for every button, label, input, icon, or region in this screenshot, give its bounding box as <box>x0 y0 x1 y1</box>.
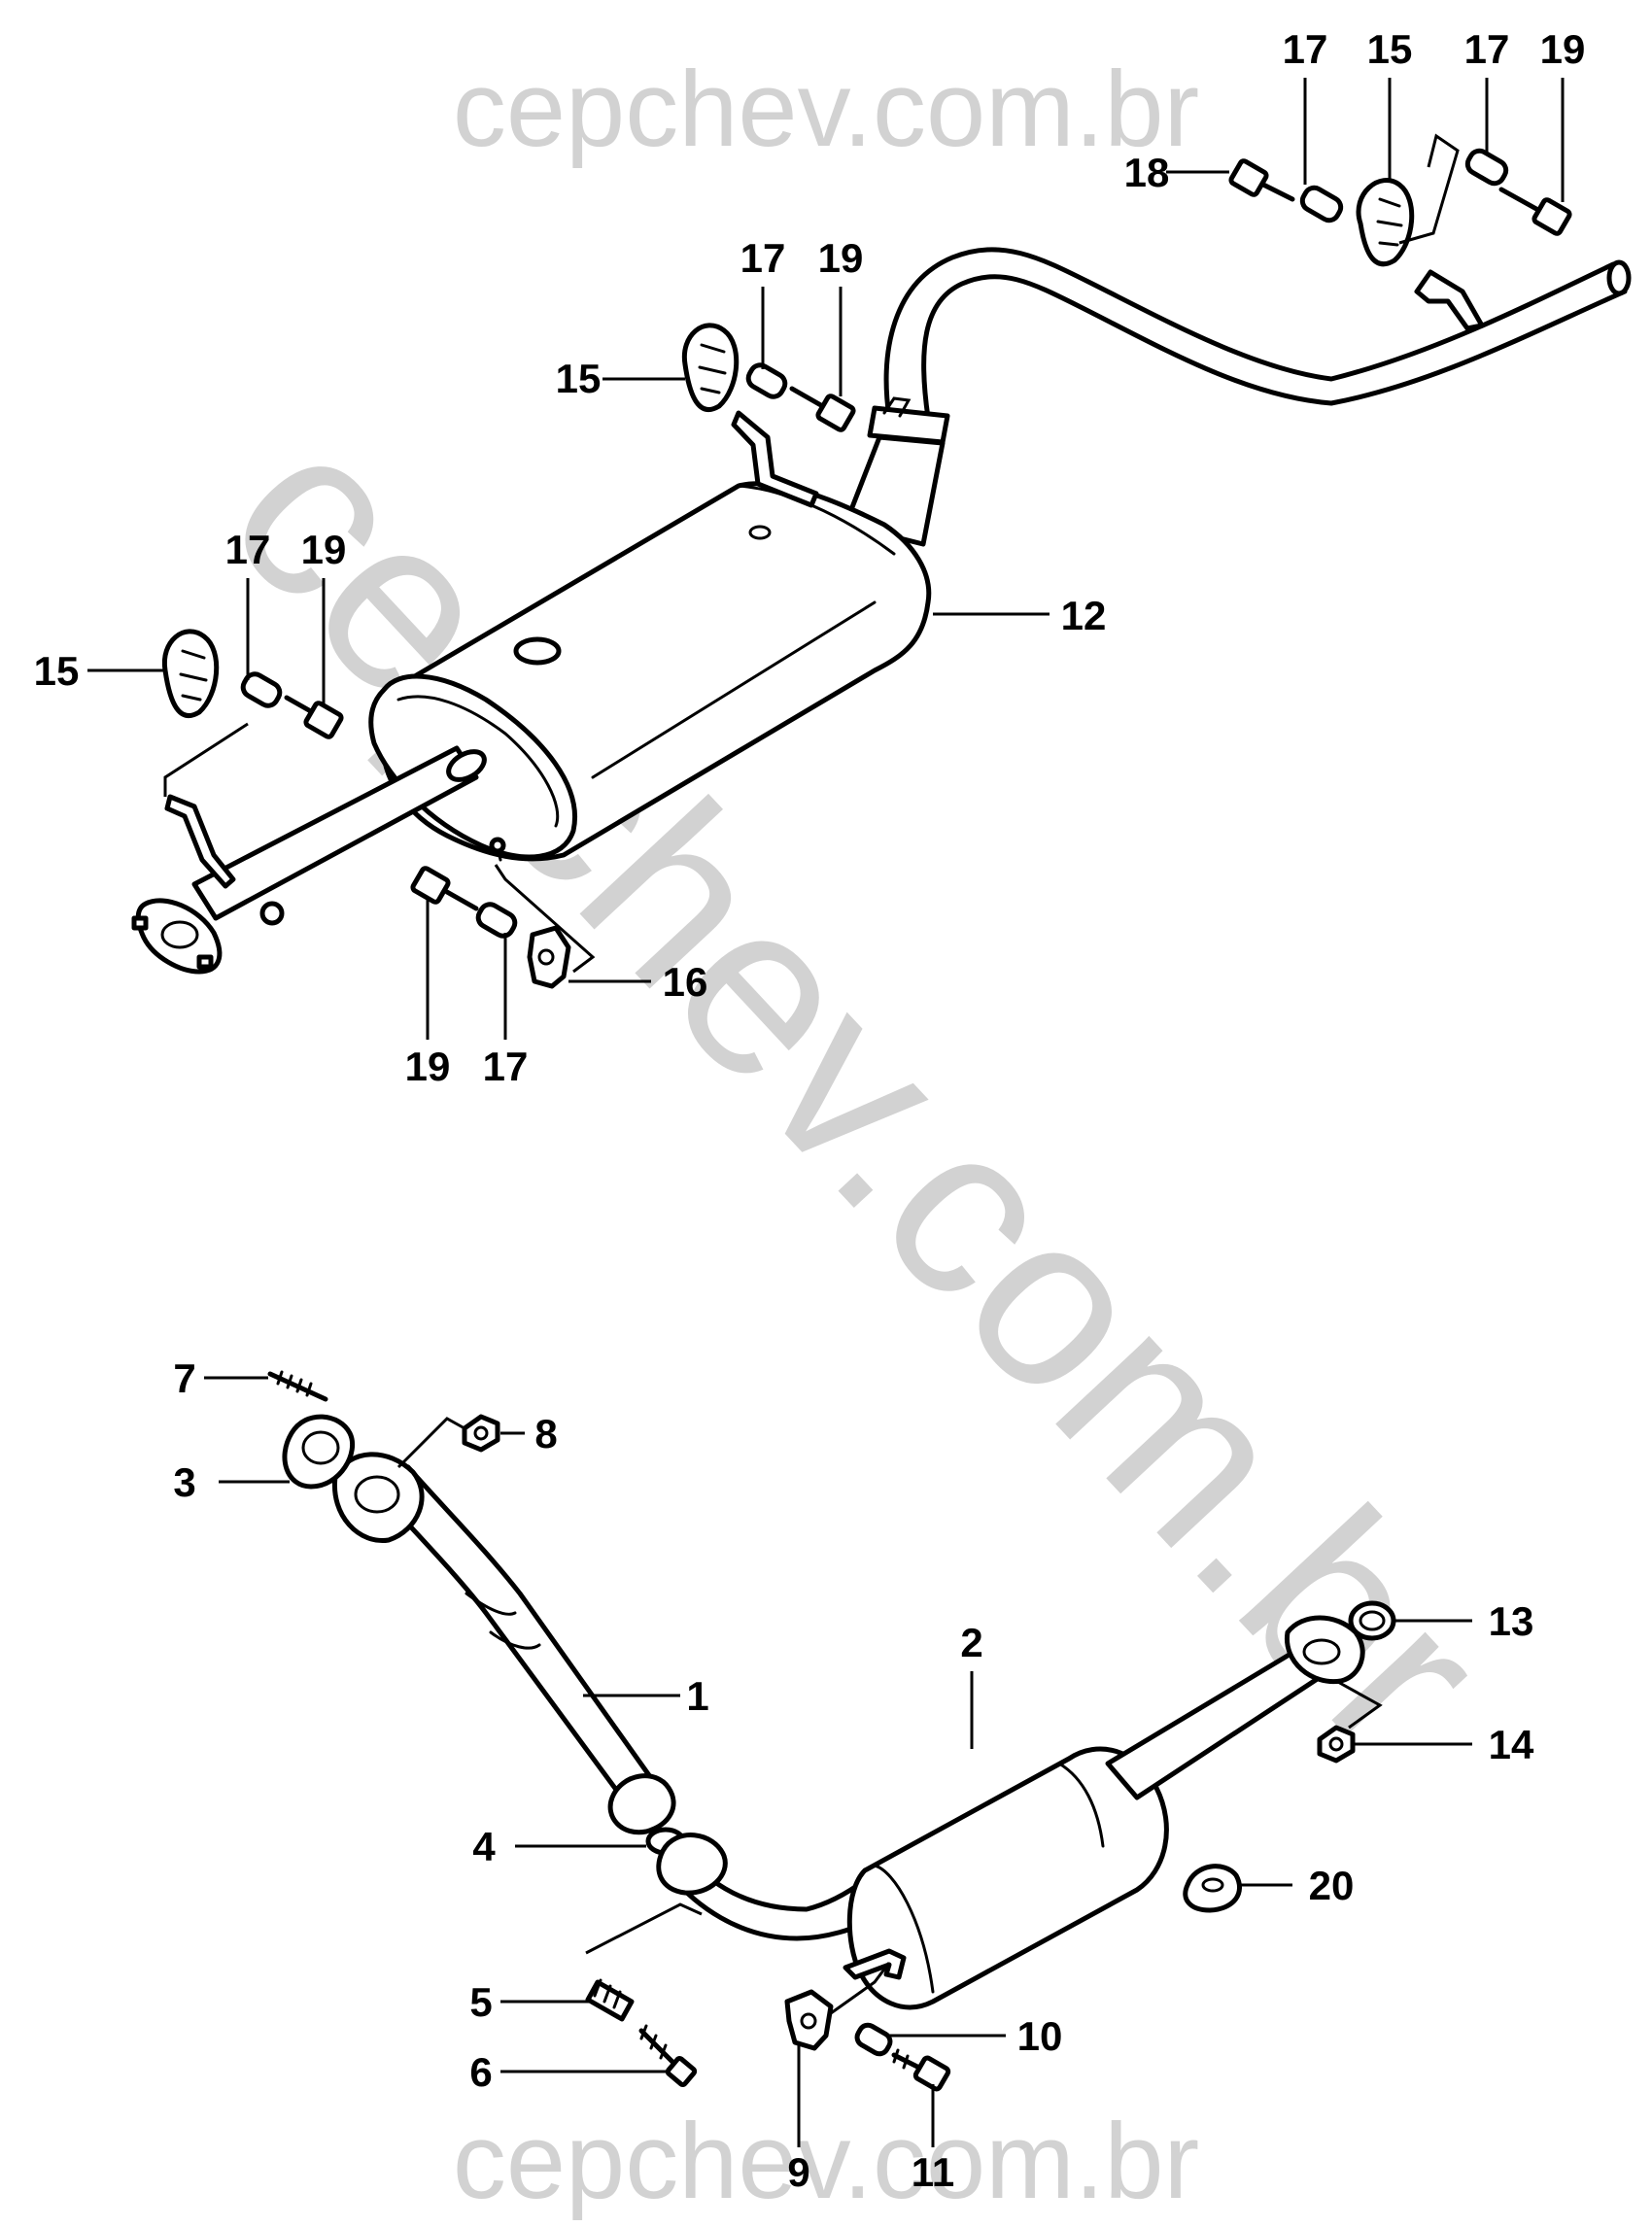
front-pipe-rear-flange <box>607 1773 676 1835</box>
callout-7: 7 <box>173 1355 195 1401</box>
converter-outlet-flange <box>1285 1615 1365 1685</box>
callout-10: 10 <box>1017 2013 1063 2059</box>
callout-8: 8 <box>534 1411 557 1456</box>
callout-17: 17 <box>1283 26 1328 72</box>
muffler-hanger-rod-top <box>731 410 819 508</box>
callout-14: 14 <box>1489 1722 1534 1767</box>
callout-9: 9 <box>787 2149 809 2195</box>
rubber-hanger-upper-right <box>1356 178 1415 267</box>
front-pipe-catalytic-converter-assembly <box>267 1370 1396 2092</box>
bushing-upper-middle <box>745 362 788 399</box>
bushing-lower <box>475 902 518 939</box>
bolt-upper-middle <box>789 386 856 432</box>
bushing-upper-right-2 <box>1464 148 1509 187</box>
intermediate-pipe <box>191 745 479 921</box>
front-pipe-manifold-flange <box>331 1452 425 1544</box>
muffler-drain-hole <box>513 636 562 666</box>
converter-hanger-bushing <box>854 2022 893 2057</box>
callout-leaders <box>87 78 1565 2147</box>
converter-inlet-flange <box>656 1833 728 1896</box>
callout-17: 17 <box>483 1044 529 1089</box>
callout-19: 19 <box>1540 26 1586 72</box>
callout-15: 15 <box>34 648 80 694</box>
callout-17: 17 <box>1464 26 1510 72</box>
callout-16: 16 <box>663 959 708 1005</box>
tail-pipe-hanger-bracket <box>1414 269 1485 331</box>
flange-bolt <box>638 2024 698 2088</box>
converter-hanger-bracket <box>784 1989 834 2051</box>
callout-11: 11 <box>912 2149 954 2195</box>
watermark-bottom: cepchev.com.br <box>453 2102 1199 2221</box>
callout-3: 3 <box>173 1459 195 1505</box>
callout-17: 17 <box>740 235 786 281</box>
muffler-rear-bracket <box>527 925 571 989</box>
callout-15: 15 <box>556 356 602 401</box>
callout-19: 19 <box>301 527 347 572</box>
intermediate-pipe-hanger-rod <box>164 794 236 889</box>
intermediate-pipe-inlet <box>446 749 487 782</box>
callout-1: 1 <box>686 1673 708 1719</box>
callout-12: 12 <box>1061 593 1107 638</box>
callout-20: 20 <box>1309 1863 1355 1908</box>
flange-spring <box>585 1978 635 2022</box>
outlet-gasket-ring <box>1348 1600 1396 1641</box>
callout-2: 2 <box>960 1620 982 1665</box>
manifold-nut <box>462 1414 500 1453</box>
manifold-gasket <box>282 1414 356 1490</box>
callout-19: 19 <box>405 1044 451 1089</box>
callout-15: 15 <box>1367 26 1413 72</box>
bolt-upper-right <box>1498 187 1572 236</box>
callout-13: 13 <box>1489 1598 1534 1644</box>
callout-6: 6 <box>469 2049 492 2095</box>
callout-5: 5 <box>469 1979 492 2025</box>
callout-17: 17 <box>225 527 271 572</box>
bolt-left <box>284 695 344 739</box>
callouts: 17 15 17 19 18 17 19 15 12 17 19 15 16 1… <box>34 26 1586 2195</box>
tail-pipe <box>883 247 1628 421</box>
converter-hanger-bolt <box>891 2048 951 2092</box>
bushing-upper-right-1 <box>1299 185 1344 223</box>
converter-hanger-rod <box>843 1948 907 1980</box>
bushing-left <box>240 671 283 708</box>
rubber-grommet <box>1183 1864 1242 1913</box>
outlet-flange-nut <box>1317 1725 1356 1764</box>
bolt-18 <box>1228 158 1295 202</box>
rubber-hanger-left <box>161 629 220 718</box>
callout-19: 19 <box>818 235 864 281</box>
callout-4: 4 <box>472 1824 496 1869</box>
bolt-lower <box>410 866 479 911</box>
watermark-top: cepchev.com.br <box>453 50 1199 169</box>
callout-18: 18 <box>1124 150 1170 195</box>
rubber-hanger-upper-middle <box>681 323 740 412</box>
rear-muffler-assembly <box>131 133 1632 989</box>
tail-pipe-end <box>1606 259 1632 296</box>
